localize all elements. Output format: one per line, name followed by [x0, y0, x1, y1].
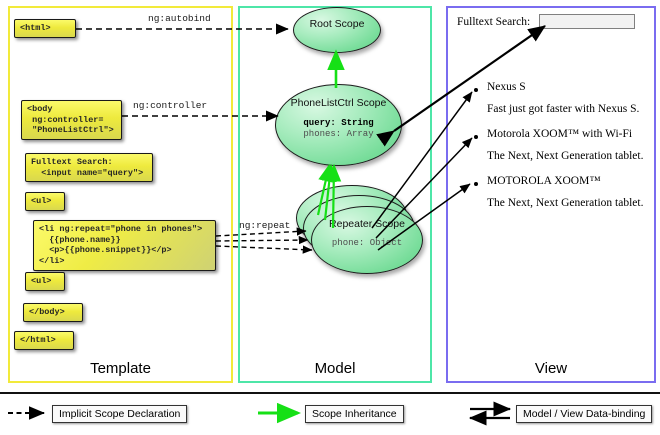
legend-label-implicit-scope-declaration: Implicit Scope Declaration	[52, 405, 188, 423]
column-label-model: Model	[314, 360, 356, 377]
bullet-dot-icon	[474, 135, 478, 139]
column-label-view: View	[534, 360, 568, 377]
scope-repeater-title: Repeater Scope	[329, 218, 405, 230]
view-phone-name-2: Motorola XOOM™ with Wi-Fi	[487, 128, 633, 140]
code-box-html-open: <html>	[14, 19, 76, 38]
edge-label-ng-autobind: ng:autobind	[148, 13, 211, 24]
edge-label-ng-repeat: ng:repeat	[239, 220, 291, 231]
scope-prop-query: query: String	[303, 118, 374, 129]
code-box-body-close: </body>	[23, 303, 83, 322]
scope-prop-phone: phone: Object	[331, 238, 403, 249]
view-phone-name-3: MOTOROLA XOOM™	[487, 175, 601, 187]
view-search-label: Fulltext Search:	[457, 16, 531, 28]
bullet-dot-icon	[474, 88, 478, 92]
code-box-ul-open: <ul>	[25, 192, 65, 211]
view-search-input[interactable]	[539, 14, 635, 29]
legend-arrows	[8, 401, 512, 426]
column-label-template: Template	[90, 360, 151, 377]
legend-label-model-view-data-binding: Model / View Data-binding	[516, 405, 653, 423]
view-phone-snippet-2: The Next, Next Generation tablet.	[487, 150, 644, 162]
view-phone-snippet-3: The Next, Next Generation tablet.	[487, 197, 644, 209]
scope-prop-phones: phones: Array	[303, 129, 374, 140]
code-box-body-open: <body ng:controller= "PhoneListCtrl">	[21, 100, 122, 140]
scope-repeater: Repeater Scope phone: Object	[311, 206, 423, 274]
code-box-li-repeat: <li ng:repeat="phone in phones"> {{phone…	[33, 220, 216, 271]
column-view: View	[446, 6, 656, 383]
legend-divider	[0, 392, 660, 394]
bullet-dot-icon	[474, 182, 478, 186]
scope-phonelistctrl-title: PhoneListCtrl Scope	[290, 97, 387, 109]
view-phone-snippet-1: Fast just got faster with Nexus S.	[487, 103, 640, 115]
edge-label-ng-controller: ng:controller	[133, 100, 208, 111]
scope-phonelistctrl: PhoneListCtrl Scope query: String phones…	[275, 84, 402, 166]
legend: Implicit Scope Declaration Scope Inherit…	[0, 392, 660, 435]
code-box-html-close: </html>	[14, 331, 74, 350]
code-box-fulltext-search: Fulltext Search: <input name="query">	[25, 153, 153, 183]
legend-label-scope-inheritance: Scope Inheritance	[305, 405, 404, 423]
code-box-ul-close: <ul>	[25, 272, 65, 291]
scope-root: Root Scope	[293, 7, 381, 53]
view-phone-name-1: Nexus S	[487, 81, 526, 93]
scope-root-title: Root Scope	[309, 18, 365, 30]
